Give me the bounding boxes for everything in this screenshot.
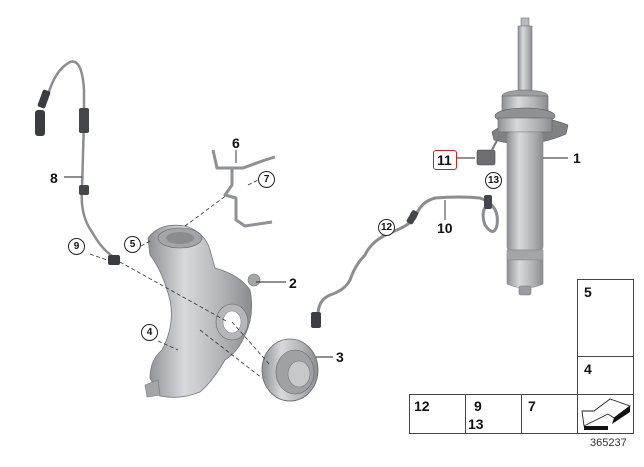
legend-box-fillister-screw[interactable]: 9 13 [465, 394, 522, 434]
callout-12[interactable]: 12 [378, 219, 395, 236]
callout-8[interactable]: 8 [50, 170, 58, 186]
legend-label-13: 13 [468, 416, 484, 432]
legend-label-9: 9 [474, 398, 482, 414]
legend-label-4: 4 [584, 361, 592, 377]
leader-lines [64, 150, 568, 358]
callout-5[interactable]: 5 [124, 236, 141, 253]
callout-6[interactable]: 6 [232, 135, 240, 151]
callout-1[interactable]: 1 [573, 150, 581, 166]
legend-label-5: 5 [584, 284, 592, 300]
callout-13[interactable]: 13 [485, 172, 502, 189]
bracket-drawing [211, 149, 276, 228]
callout-9[interactable]: 9 [68, 238, 85, 255]
wheel-speed-cable-drawing [316, 195, 499, 317]
legend-box-bolt[interactable]: 5 [577, 279, 634, 357]
legend-label-7: 7 [528, 398, 536, 414]
callout-2[interactable]: 2 [289, 275, 297, 291]
callout-4[interactable]: 4 [141, 324, 158, 341]
wheel-hub-drawing [261, 338, 319, 402]
legend-box-arrow [577, 394, 634, 434]
suspension-strut-drawing [491, 17, 569, 296]
callout-10[interactable]: 10 [437, 220, 453, 236]
wheel-carrier-drawing [144, 224, 261, 398]
legend-box-screw[interactable]: 4 [577, 356, 634, 395]
assembly-lines [89, 179, 271, 379]
callout-3[interactable]: 3 [336, 349, 344, 365]
callout-11[interactable]: 11 [437, 152, 452, 168]
document-number: 365237 [590, 437, 627, 449]
sensor-module-drawing [476, 135, 501, 166]
highlight-frame [433, 150, 457, 170]
legend-label-12: 12 [414, 398, 430, 414]
legend-box-clip[interactable]: 12 [409, 394, 466, 434]
brake-wear-sensor-drawing [46, 60, 117, 260]
legend-box-nut[interactable]: 7 [521, 394, 578, 434]
callout-7[interactable]: 7 [258, 171, 275, 188]
